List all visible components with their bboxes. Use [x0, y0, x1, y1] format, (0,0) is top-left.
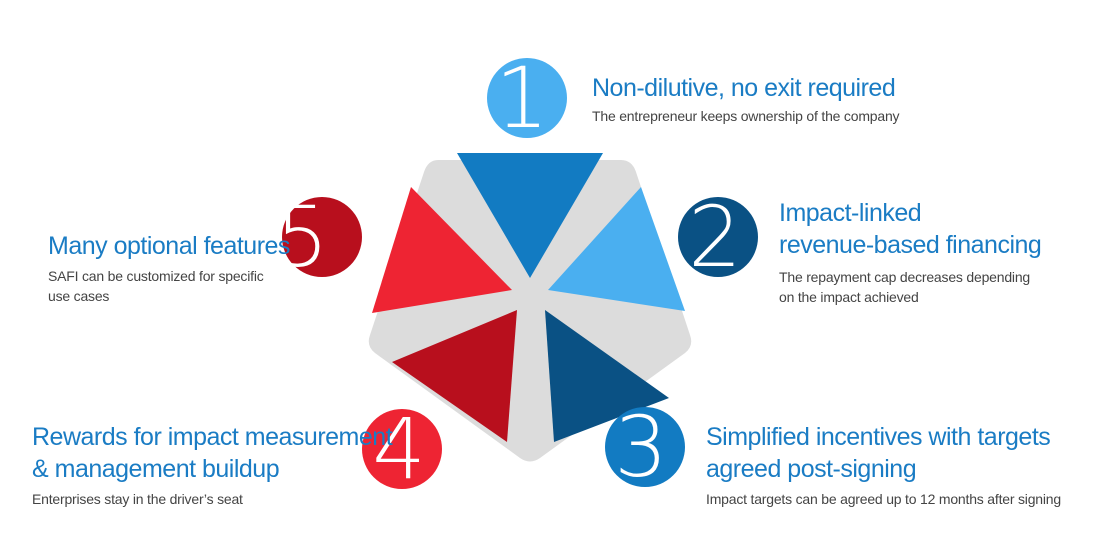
- feature-1-title-line: Non-dilutive, no exit required: [592, 74, 896, 102]
- feature-3-title-line: Simplified incentives with targets: [706, 423, 1051, 451]
- number-2: 2: [688, 188, 741, 286]
- triangle-5: [372, 187, 512, 313]
- number-4: 4: [372, 400, 425, 498]
- feature-2-title-line: Impact-linked: [779, 199, 922, 227]
- feature-2: Impact-linked revenue-based financing Th…: [779, 197, 1042, 307]
- triangle-1: [457, 153, 603, 278]
- feature-2-description: The repayment cap decreases depending on…: [779, 267, 1041, 307]
- number-5: 5: [275, 188, 328, 286]
- feature-2-title: Impact-linked revenue-based financing: [779, 197, 1042, 261]
- feature-5-description-line: SAFI can be customized for specific: [48, 268, 264, 284]
- feature-3-title: Simplified incentives with targets agree…: [706, 421, 1061, 485]
- triangle-4: [392, 310, 517, 442]
- number-1: 1: [495, 49, 548, 147]
- feature-5-description-line: use cases: [48, 288, 110, 304]
- feature-1-description-line: The entrepreneur keeps ownership of the …: [592, 108, 900, 124]
- feature-4-description: Enterprises stay in the driver’s seat: [32, 489, 392, 509]
- feature-4-description-line: Enterprises stay in the driver’s seat: [32, 491, 243, 507]
- feature-5: Many optional features SAFI can be custo…: [48, 230, 290, 306]
- feature-1-description: The entrepreneur keeps ownership of the …: [592, 106, 900, 126]
- triangle-2: [548, 187, 685, 311]
- feature-4-title-line: & management buildup: [32, 455, 280, 483]
- feature-2-description-line: The repayment cap decreases depending: [779, 269, 1030, 285]
- feature-4-title-line: Rewards for impact measurement: [32, 423, 393, 451]
- feature-3: Simplified incentives with targets agree…: [706, 421, 1061, 509]
- feature-2-title-line: revenue-based financing: [779, 231, 1042, 259]
- feature-1-title: Non-dilutive, no exit required: [592, 72, 899, 104]
- feature-3-title-line: agreed post-signing: [706, 455, 917, 483]
- feature-5-title-line: Many optional features: [48, 232, 290, 260]
- number-badge-5: 5: [275, 188, 362, 286]
- number-badge-2: 2: [678, 188, 758, 286]
- number-badge-3: 3: [605, 398, 685, 496]
- feature-3-description-line: Impact targets can be agreed up to 12 mo…: [706, 491, 1061, 507]
- number-badge-4: 4: [362, 400, 442, 498]
- feature-4: Rewards for impact measurement & managem…: [32, 421, 393, 509]
- feature-2-description-line: on the impact achieved: [779, 289, 919, 305]
- feature-1: Non-dilutive, no exit required The entre…: [592, 72, 900, 126]
- feature-4-title: Rewards for impact measurement & managem…: [32, 421, 393, 485]
- number-badge-1: 1: [487, 49, 567, 147]
- feature-5-description: SAFI can be customized for specific use …: [48, 266, 290, 306]
- feature-3-description: Impact targets can be agreed up to 12 mo…: [706, 489, 1061, 509]
- number-3: 3: [614, 398, 667, 496]
- feature-5-title: Many optional features: [48, 230, 290, 262]
